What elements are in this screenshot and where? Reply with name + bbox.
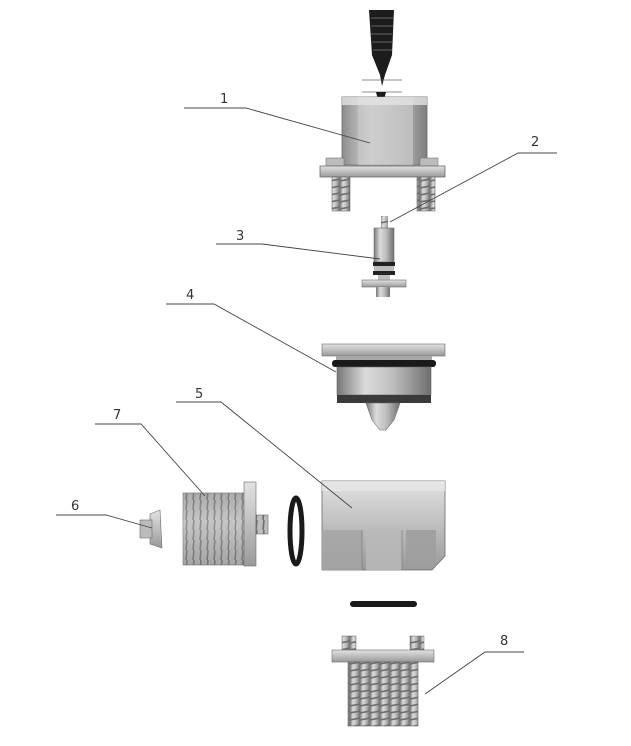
callout-labels: 1 2 3 4 5 6 7 8 [71,92,539,649]
part-1-housing [319,96,446,212]
callout-3: 3 [236,229,244,244]
callout-6: 6 [71,499,79,514]
part-7-fitting [182,481,269,567]
callout-5: 5 [195,387,203,402]
callout-8: 8 [500,634,508,649]
part-8-fitting [331,635,435,727]
callout-7: 7 [113,408,121,423]
leader-lines [56,107,557,695]
bottom-seal [350,601,417,607]
part-5-body [321,480,446,571]
callout-4: 4 [186,288,194,303]
callout-2: 2 [531,135,539,150]
part-3-pin [361,216,407,297]
cable-connector [362,10,402,100]
side-seal [287,495,305,567]
callout-1: 1 [220,92,228,107]
part-4-cap [321,343,446,431]
part-6-plug [139,509,163,549]
